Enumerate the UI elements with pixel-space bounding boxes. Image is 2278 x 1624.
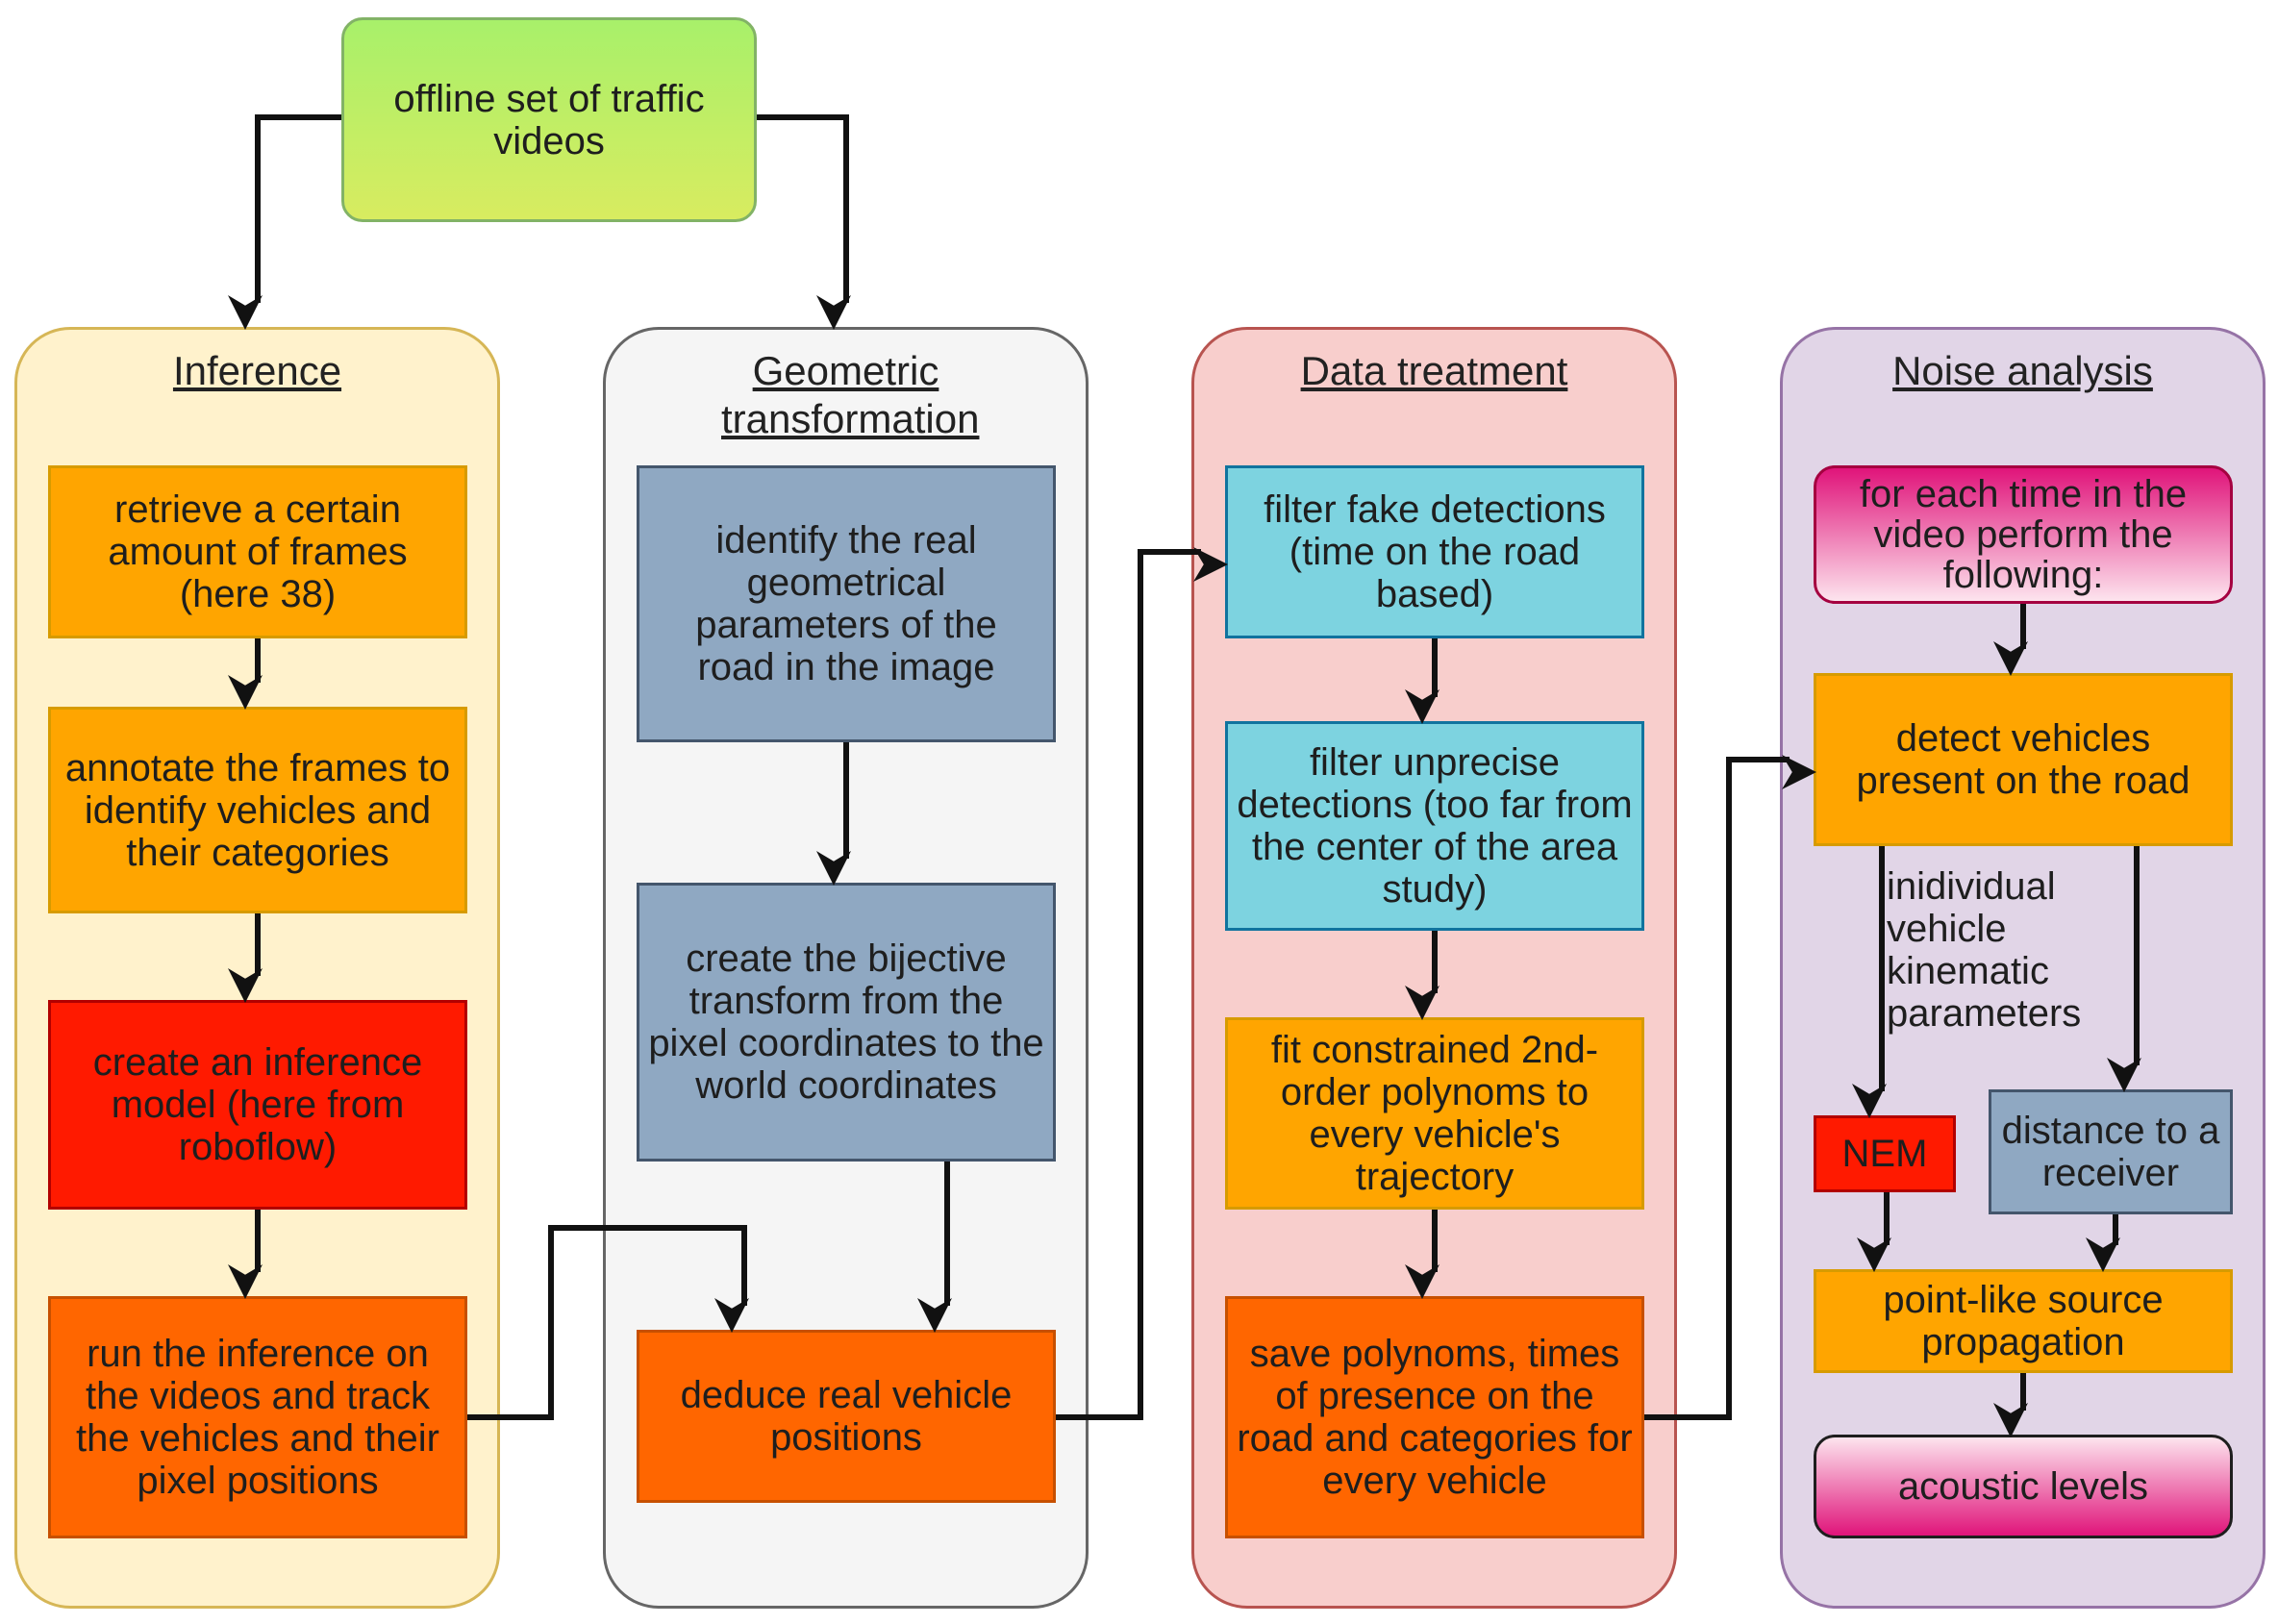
note-kinematic-parameters: inidividual vehicle kinematic parameters — [1887, 865, 2082, 1035]
step-distance-receiver: distance to a receiver — [1989, 1089, 2233, 1214]
step-bijective-transform: create the bijective transform from the … — [637, 883, 1056, 1162]
step-annotate-frames: annotate the frames to identify vehicles… — [48, 707, 467, 913]
step-retrieve-frames: retrieve a certain amount of frames (her… — [48, 465, 467, 638]
step-point-source-propagation: point-like source propagation — [1814, 1269, 2233, 1373]
step-detect-vehicles: detect vehicles present on the road — [1814, 673, 2233, 846]
step-inference-model: create an inference model (here from rob… — [48, 1000, 467, 1210]
arrow-source-to-inference — [228, 114, 341, 330]
source-node: offline set of traffic videos — [341, 17, 757, 222]
step-filter-fake: filter fake detections (time on the road… — [1225, 465, 1644, 638]
step-identify-geometry: identify the real geometrical parameters… — [637, 465, 1056, 742]
step-nem: NEM — [1814, 1115, 1956, 1192]
step-save-polynoms: save polynoms, times of presence on the … — [1225, 1296, 1644, 1538]
lane-title-data: Data treatment — [1300, 348, 1568, 393]
step-acoustic-levels: acoustic levels — [1814, 1435, 2233, 1538]
step-fit-polynoms: fit constrained 2nd-order polynoms to ev… — [1225, 1017, 1644, 1210]
step-each-time: for each time in the video perform the f… — [1814, 465, 2233, 604]
lane-title-noise: Noise analysis — [1892, 348, 2153, 393]
arrow-source-to-geometric — [757, 114, 851, 330]
lane-title-inference: Inference — [172, 348, 342, 393]
step-run-inference: run the inference on the videos and trac… — [48, 1296, 467, 1538]
step-filter-unprecise: filter unprecise detections (too far fro… — [1225, 721, 1644, 931]
step-deduce-positions: deduce real vehicle positions — [637, 1330, 1056, 1503]
lane-title-geometric: Geometric transformation — [721, 348, 980, 441]
